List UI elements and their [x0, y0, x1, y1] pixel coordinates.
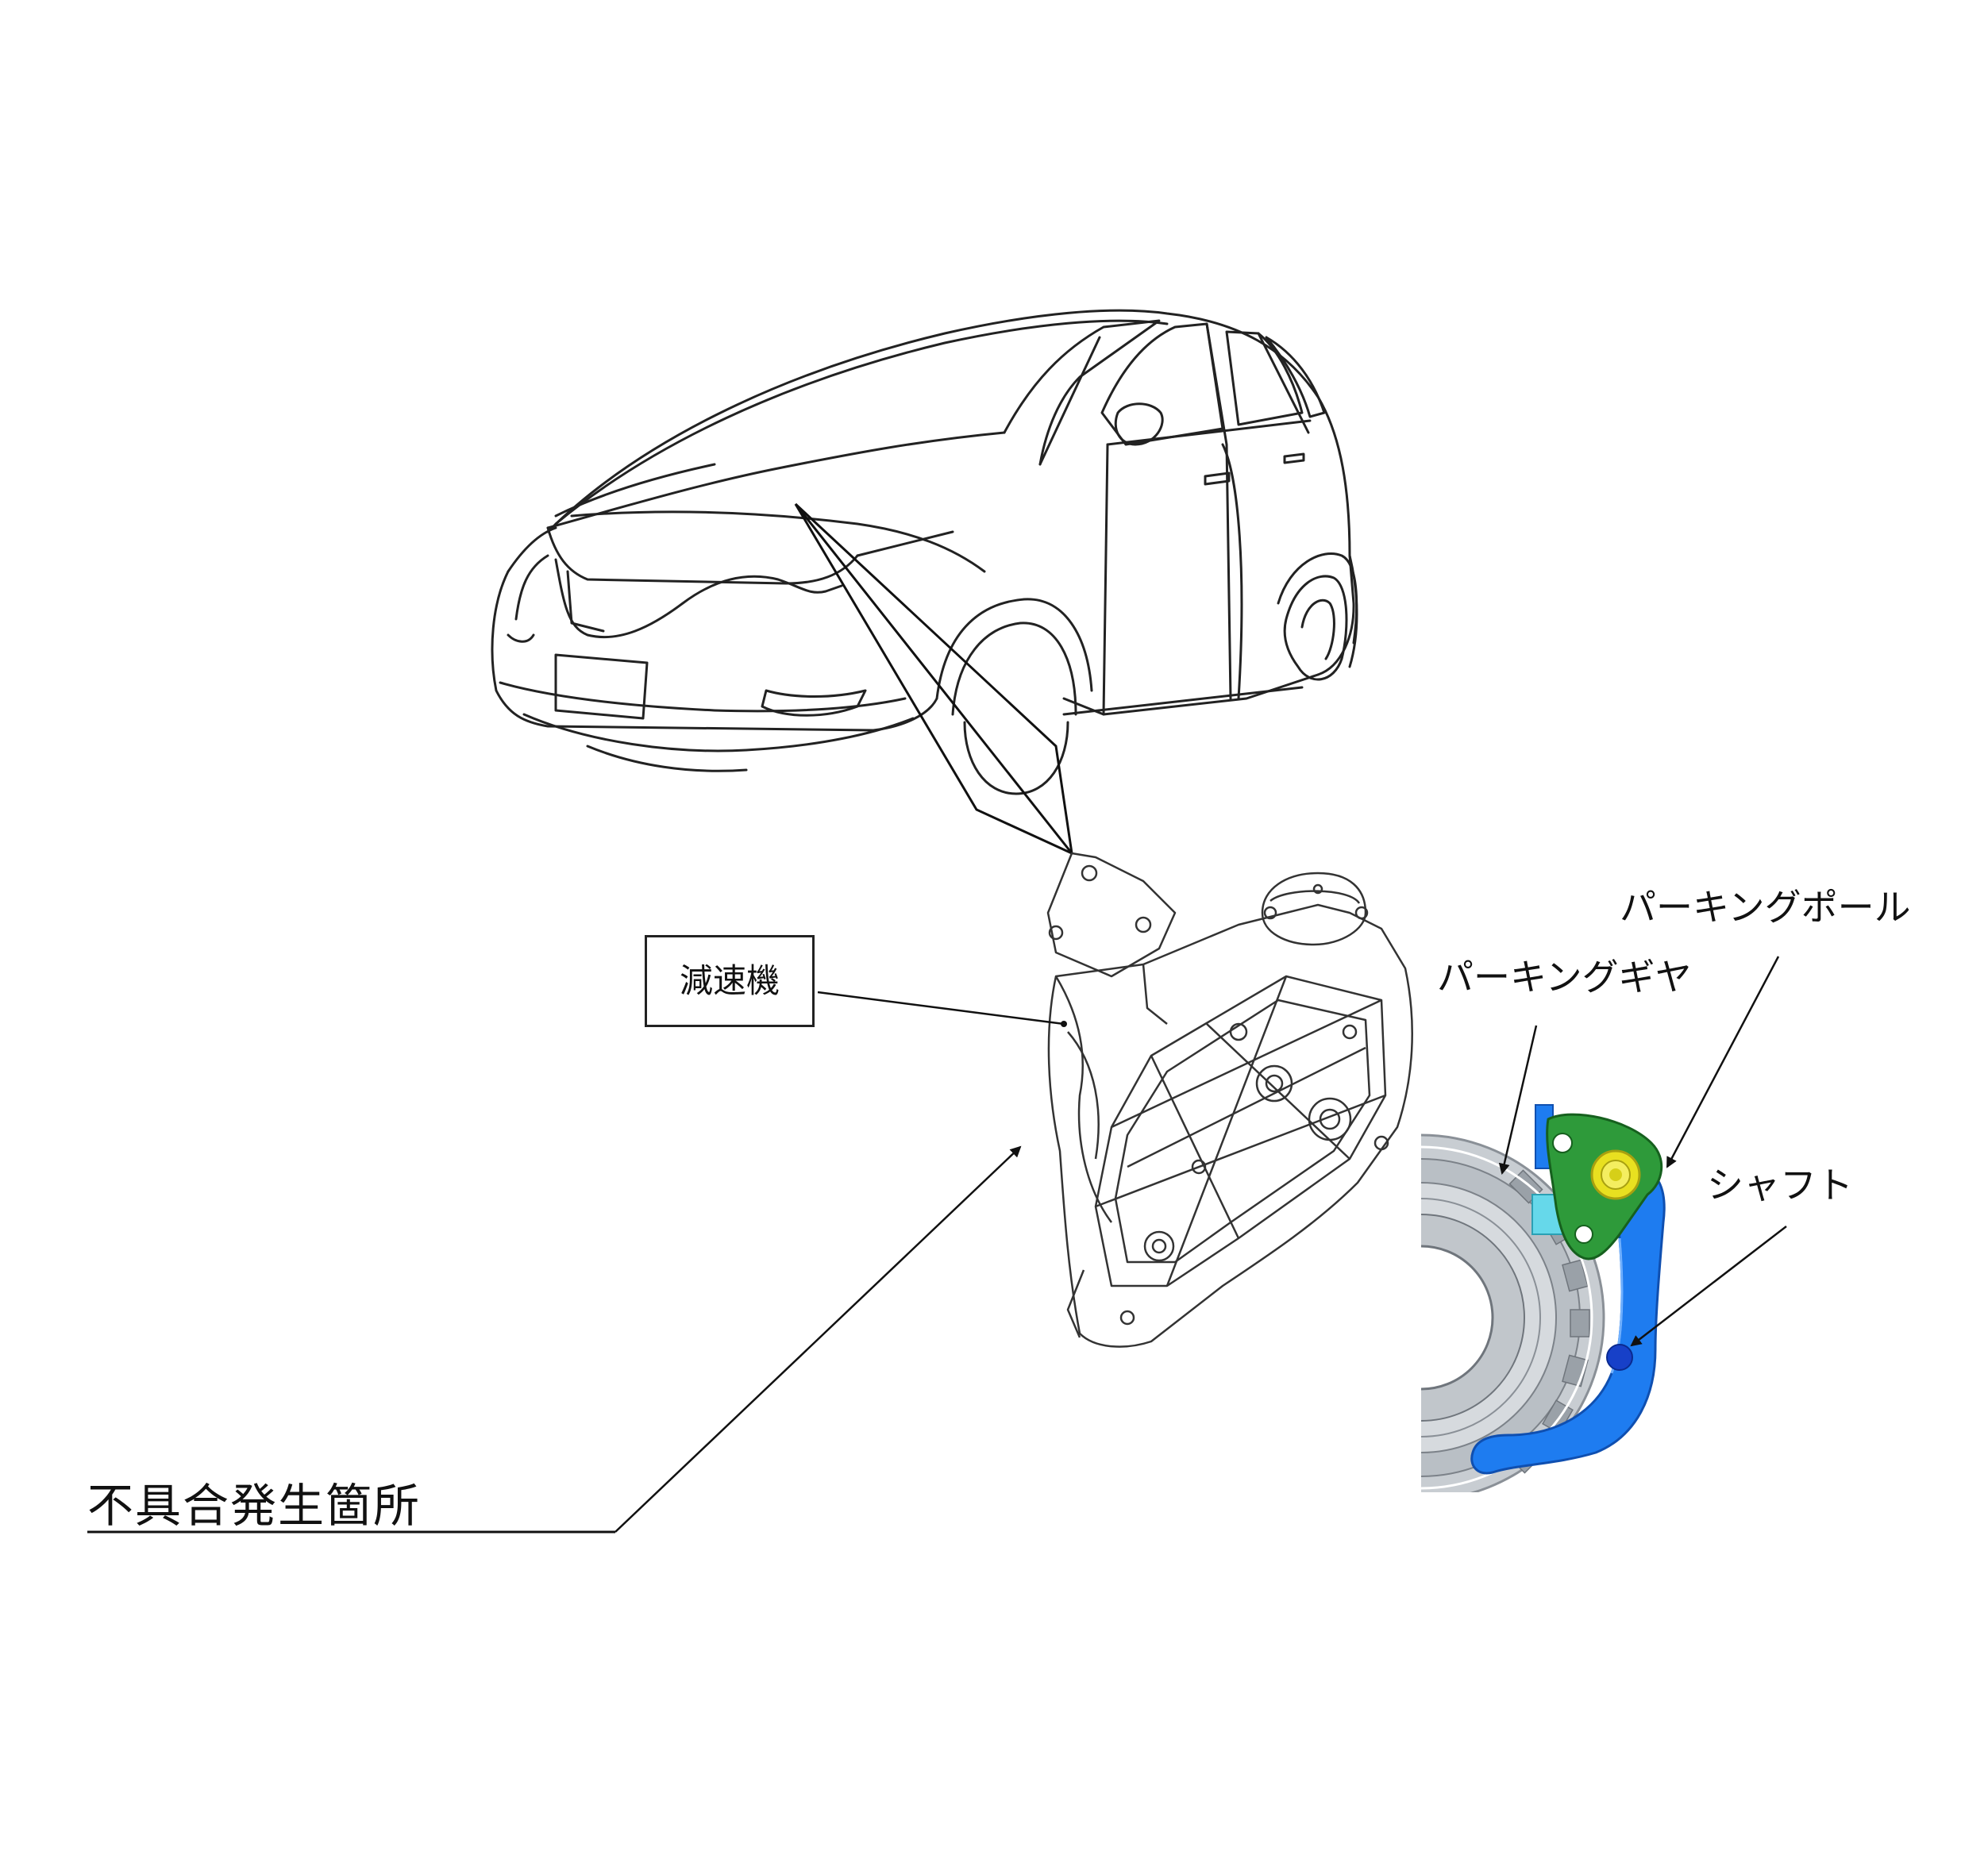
- parking-pawl-leader: [1666, 956, 1780, 1168]
- defect-leader: [87, 1145, 1022, 1534]
- car-illustration: [491, 309, 1358, 795]
- shaft-leader: [1630, 1226, 1787, 1347]
- reducer-label-text: 減速機: [679, 961, 780, 1000]
- parking-pawl-label: パーキングポール: [1620, 886, 1911, 929]
- reducer-leader: [817, 991, 1067, 1027]
- parking-mechanism-illustration: [1421, 1104, 1666, 1492]
- reducer-label: 減速機: [645, 935, 815, 1027]
- parking-gear-label: パーキングギヤ: [1437, 956, 1692, 999]
- parking-gear-leader: [1498, 1025, 1538, 1175]
- reducer-illustration: [1046, 852, 1413, 1348]
- defect-location-label: 不具合発生箇所: [87, 1479, 422, 1533]
- detail-leaders: [1498, 956, 1787, 1347]
- shaft-label: シャフト: [1707, 1164, 1853, 1207]
- callout-wedge: [794, 502, 1073, 855]
